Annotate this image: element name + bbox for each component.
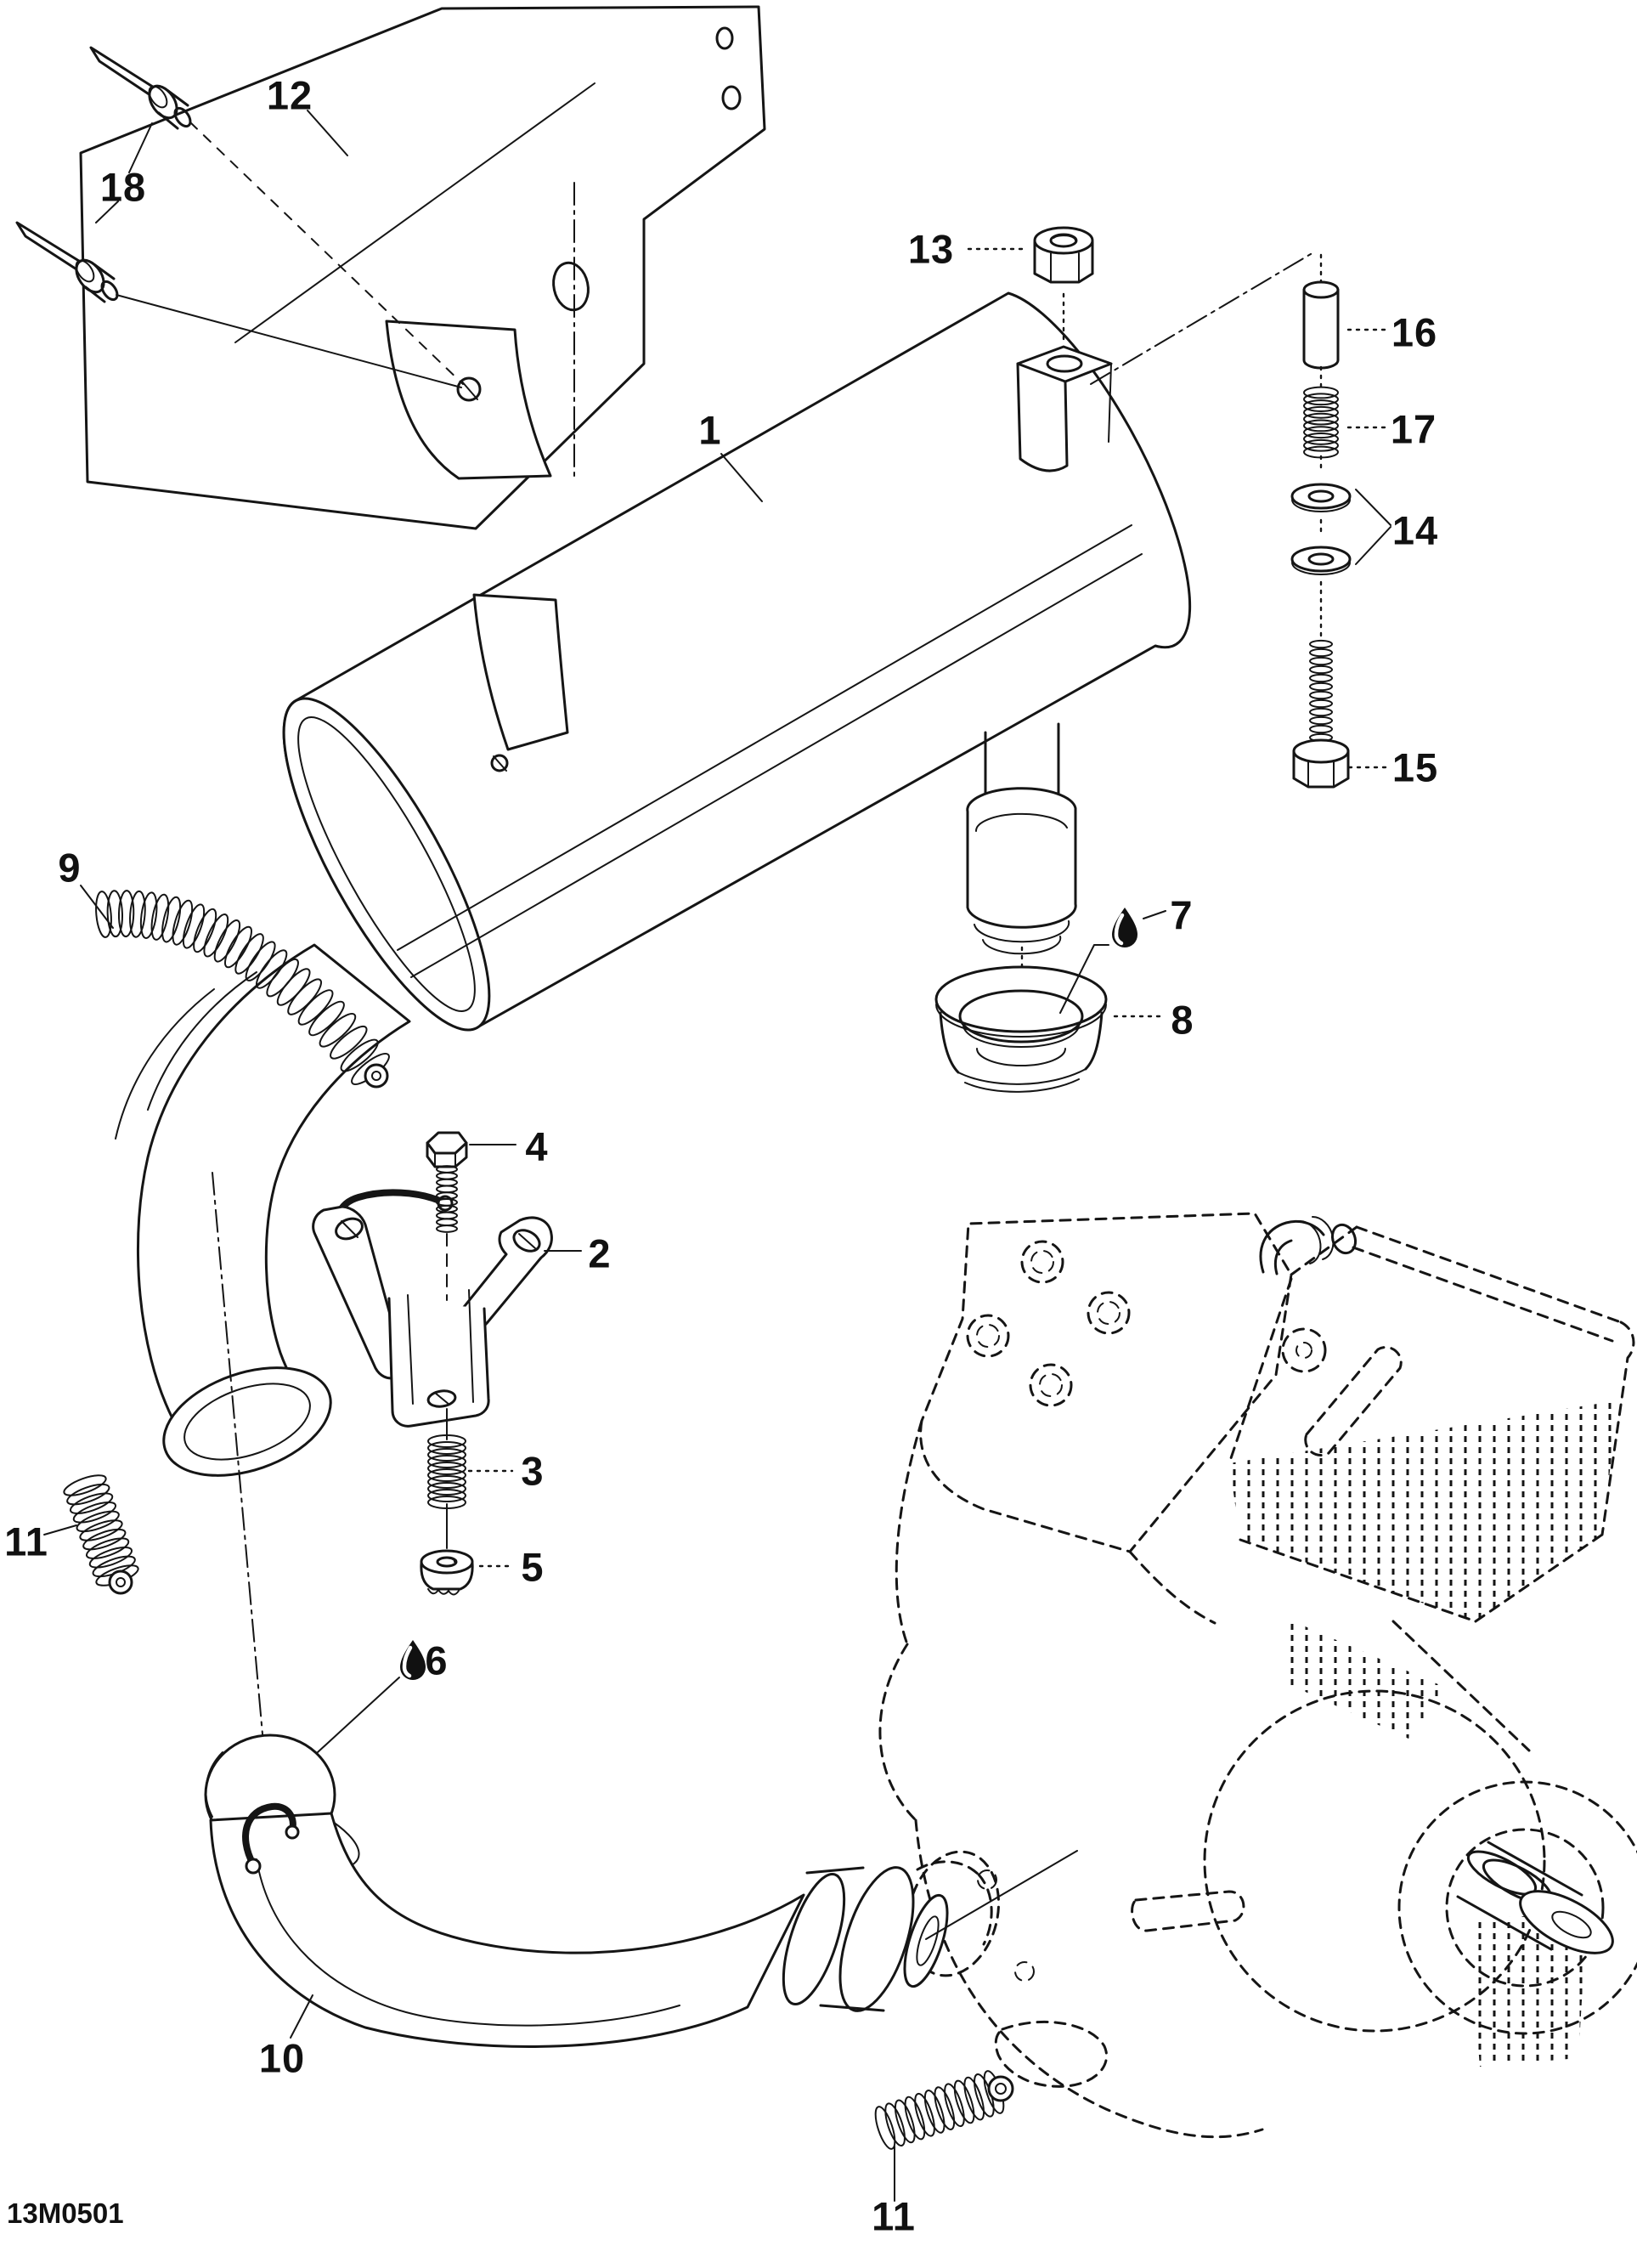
grommet-8	[934, 946, 1108, 1093]
callout-18: 18	[99, 164, 147, 210]
fastener-stack	[1090, 251, 1352, 789]
spring-9-end-ring	[364, 1063, 389, 1089]
alignment-line	[212, 1172, 264, 1745]
callout-17: 17	[1390, 406, 1437, 452]
spacer-16	[1302, 280, 1340, 370]
callout-16: 16	[1391, 309, 1438, 355]
callout-1: 1	[698, 407, 722, 453]
bolt-4	[426, 1131, 468, 1301]
rivet-18-upper	[89, 46, 464, 385]
heat-shield-plate	[79, 5, 766, 530]
muffler-mount-strap	[1016, 345, 1113, 472]
callout-9: 9	[58, 845, 82, 891]
callout-2: 2	[588, 1230, 612, 1276]
spring-11-bottom-ring	[987, 2075, 1014, 2102]
nut-13	[1033, 226, 1094, 342]
bolt-15	[1292, 639, 1350, 789]
spring-11-bottom	[874, 2070, 1005, 2150]
spring-11-left	[63, 1474, 139, 1586]
callout-4: 4	[525, 1123, 549, 1169]
muffler-inlet-elbow	[137, 943, 411, 1434]
spring-17	[1303, 386, 1339, 459]
callout-12: 12	[266, 72, 313, 118]
crankshaft-snout	[1456, 1841, 1614, 1954]
callout-10: 10	[258, 2035, 306, 2081]
spring-hook	[242, 1802, 296, 1868]
callout-8: 8	[1171, 997, 1194, 1043]
callout-6: 6	[425, 1637, 449, 1683]
leader-lines	[43, 110, 1392, 2202]
spring-9	[95, 890, 390, 1086]
exhaust-pipe-10	[204, 1734, 1078, 2048]
callout-11-bottom: 11	[872, 2193, 916, 2239]
spring-3	[427, 1434, 466, 1510]
muffler-outlet-stub	[966, 722, 1077, 955]
callout-3: 3	[521, 1448, 545, 1494]
muffler-end-cap	[282, 697, 491, 1032]
spring-11-left-ring	[108, 1570, 133, 1595]
callout-11-left: 11	[4, 1519, 48, 1564]
callout-7: 7	[1170, 892, 1194, 938]
oil-drop-icon	[400, 1640, 426, 1680]
muffler-front-tab	[472, 593, 569, 751]
washer-14-lower	[1290, 546, 1352, 575]
callout-15: 15	[1391, 744, 1439, 790]
callout-13: 13	[907, 226, 955, 272]
engine-reference-outline	[878, 1212, 1637, 2139]
diagram-code: 13M0501	[7, 2197, 124, 2229]
bracket-2	[312, 1205, 553, 1428]
flange-nut-5	[420, 1549, 474, 1596]
washer-14-upper	[1290, 483, 1352, 512]
callout-5: 5	[521, 1544, 545, 1590]
oil-drop-icon	[1112, 908, 1137, 947]
rivet-18-lower	[15, 221, 462, 388]
callout-14: 14	[1391, 507, 1439, 553]
